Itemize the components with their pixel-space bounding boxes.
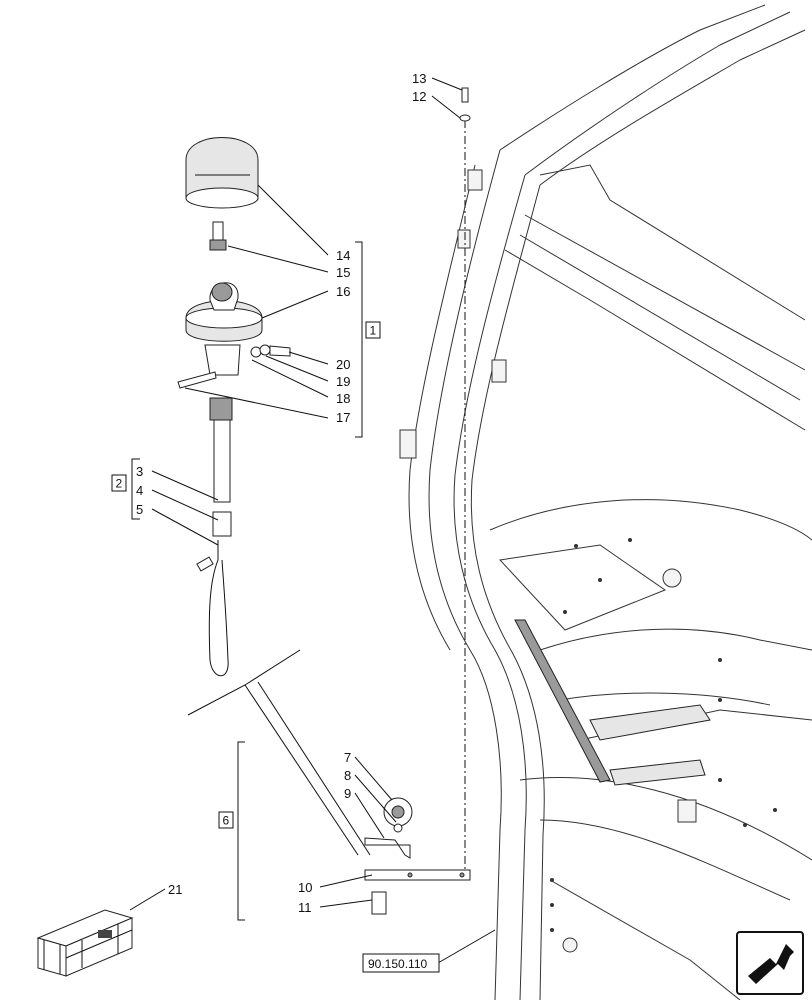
callout-20[interactable]: 20 [336,357,350,372]
break-lines [187,649,371,856]
reference-number: 90.150.110 [368,957,427,971]
group-box-6[interactable]: 6 [218,811,234,829]
cab-frame-pillar [399,4,812,1000]
callout-4[interactable]: 4 [136,483,143,498]
callout-5[interactable]: 5 [136,502,143,517]
callout-11[interactable]: 11 [298,900,312,915]
mounting-tube [209,397,233,537]
callout-7[interactable]: 7 [344,750,351,765]
callout-9[interactable]: 9 [344,786,351,801]
beacon-bulb [209,221,227,251]
callout-labels: 13 12 14 15 16 20 19 18 17 3 4 5 7 8 9 1… [136,71,426,915]
leader-lines [129,77,496,964]
callout-3[interactable]: 3 [136,464,143,479]
reference-link-box[interactable]: 90.150.110 [362,953,440,973]
callout-8[interactable]: 8 [344,768,351,783]
next-page-arrow-icon[interactable] [736,931,804,995]
group-box-1[interactable]: 1 [365,321,381,339]
group-label-2: 2 [116,477,123,491]
callout-13[interactable]: 13 [412,71,426,86]
mounting-hardware [177,344,291,389]
beacon-lens-dome [185,137,259,209]
mounting-bracket [364,797,471,915]
group-label-1: 1 [370,324,377,338]
callout-19[interactable]: 19 [336,374,350,389]
wiring-harness [196,540,229,677]
callout-15[interactable]: 15 [336,265,350,280]
group-label-6: 6 [223,814,230,828]
callout-12[interactable]: 12 [412,89,426,104]
callout-17[interactable]: 17 [336,410,350,425]
callout-16[interactable]: 16 [336,284,350,299]
screw-washer-top [459,87,471,122]
parts-kit-crate-icon [36,909,134,977]
callout-10[interactable]: 10 [298,880,312,895]
callout-21[interactable]: 21 [168,882,182,897]
callout-18[interactable]: 18 [336,391,350,406]
beacon-base [185,282,263,376]
callout-14[interactable]: 14 [336,248,350,263]
group-box-2[interactable]: 2 [111,474,127,492]
